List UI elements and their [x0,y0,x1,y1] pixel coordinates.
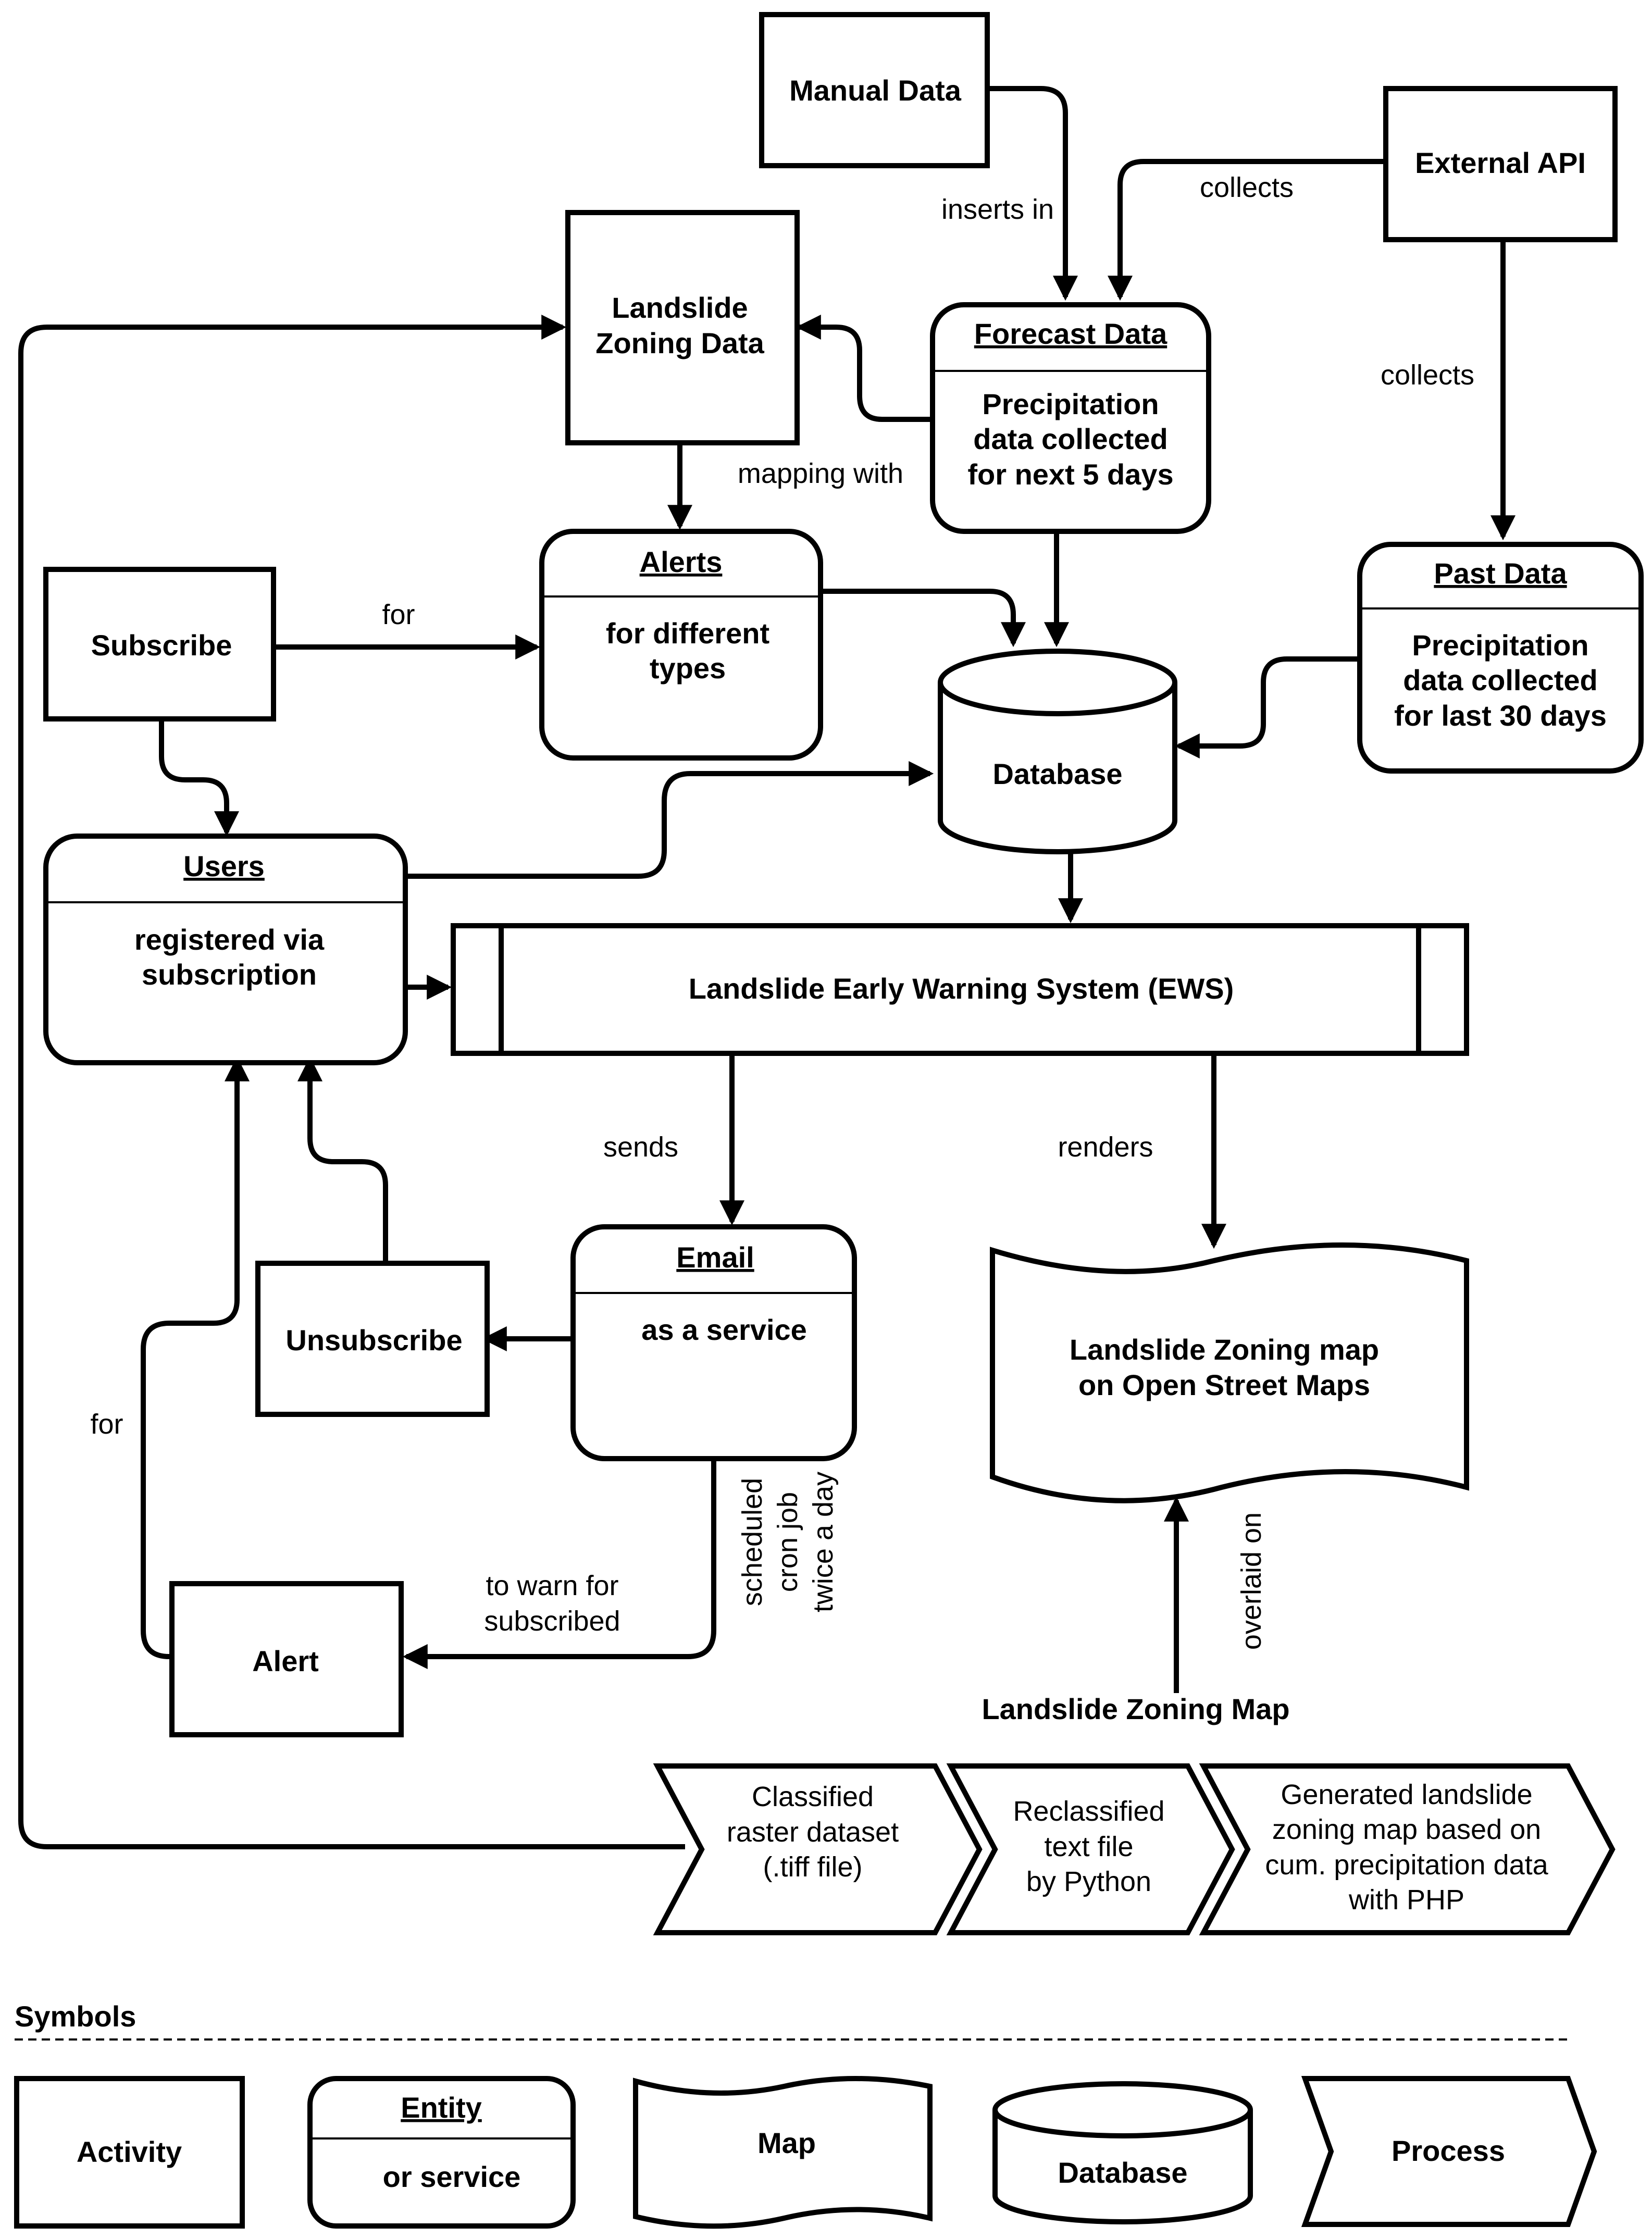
legend-map-label: Map [757,2126,816,2159]
label-for-subscribe: for [382,599,415,630]
past-data-body-1: Precipitation [1412,629,1588,662]
label-renders: renders [1058,1131,1153,1163]
unsubscribe-label: Unsubscribe [285,1324,462,1357]
arrow-subscribe-to-users [159,719,240,837]
process-1-line-3: (.tiff file) [763,1851,862,1883]
label-inserts-in: inserts in [941,194,1054,225]
legend-process-label: Process [1392,2134,1505,2167]
alert-node: Alert [169,1581,404,1737]
arrow-users-to-database [405,761,934,879]
zoning-map-line-2: on Open Street Maps [1078,1369,1370,1401]
process-2-line-3: by Python [1026,1866,1151,1897]
zoning-map-source-label: Landslide Zoning Map [982,1693,1289,1725]
users-body-1: registered via [134,923,325,956]
arrow-alerts-to-database [821,589,1026,648]
legend-entity-title: Entity [401,2091,482,2124]
edge-labels: inserts in collects collects mapping wit… [90,172,1474,1650]
users-body-2: subscription [142,958,317,991]
zoning-map-line-1: Landslide Zoning map [1070,1333,1379,1366]
past-data-title: Past Data [1434,557,1567,590]
process-3-line-1: Generated landslide [1281,1779,1532,1810]
arrow-manual-to-forecast [987,86,1078,301]
zoning-map-node: Landslide Zoning map on Open Street Maps [990,1242,1469,1503]
email-title: Email [676,1241,754,1274]
legend-activity: Activity [14,2076,245,2229]
legend-activity-label: Activity [77,2135,182,2168]
label-mapping-with: mapping with [738,458,903,489]
label-overlaid-on: overlaid on [1236,1512,1267,1650]
database-node: Database [938,649,1177,854]
alerts-entity: Alerts for different types [539,529,823,761]
zoning-data-line-2: Zoning Data [595,327,764,359]
legend-database: Database [992,2081,1253,2224]
alerts-body-2: types [650,652,726,685]
legend-entity-body: or service [383,2160,521,2193]
users-title: Users [183,850,265,882]
past-data-body-2: data collected [1403,664,1597,696]
arrow-email-to-alert [402,1459,716,1670]
arrow-process-to-zoning [18,314,685,1849]
process-3-line-4: with PHP [1348,1884,1464,1915]
process-1-line-2: raster dataset [727,1817,899,1848]
legend-database-label: Database [1058,2156,1187,2189]
landslide-zoning-data-node: Landslide Zoning Data [565,210,800,445]
label-scheduled-3: twice a day [808,1472,839,1612]
label-to-warn-1: to warn for [486,1570,618,1601]
legend-entity: Entity or service [307,2076,576,2229]
process-chevrons: Classified raster dataset (.tiff file) R… [653,1763,1616,1935]
forecast-data-body-2: data collected [973,422,1167,455]
zoning-data-line-1: Landslide [612,291,748,324]
past-data-body-3: for last 30 days [1394,699,1607,732]
email-entity: Email as a service [570,1224,857,1461]
process-1-line-1: Classified [752,1781,874,1812]
legend-process: Process [1301,2076,1597,2227]
forecast-data-title: Forecast Data [974,317,1167,350]
legend-map: Map [633,2076,933,2229]
arrow-forecast-to-zoning [796,314,933,422]
label-to-warn-2: subscribed [484,1606,620,1637]
legend-title: Symbols [15,2000,136,2033]
ews-process: Landslide Early Warning System (EWS) [451,923,1469,1056]
external-api-node: External API [1383,86,1618,242]
forecast-data-body-1: Precipitation [982,388,1159,420]
label-collects-1: collects [1200,172,1294,203]
arrow-unsubscribe-to-users [297,1056,388,1261]
process-3-line-2: zoning map based on [1272,1814,1541,1845]
process-2-line-1: Reclassified [1013,1796,1164,1827]
forecast-data-entity: Forecast Data Precipitation data collect… [930,302,1211,534]
arrow-external-to-forecast [1107,159,1386,301]
process-2-line-2: text file [1044,1831,1133,1862]
alerts-title: Alerts [640,545,723,578]
manual-data-node: Manual Data [759,12,990,168]
subscribe-label: Subscribe [91,629,232,662]
manual-data-label: Manual Data [789,74,962,107]
label-for-alert: for [90,1409,123,1440]
subscribe-node: Subscribe [43,567,276,722]
external-api-label: External API [1415,146,1586,179]
users-entity: Users registered via subscription [43,834,408,1065]
past-data-entity: Past Data Precipitation data collected f… [1357,542,1644,774]
ews-label: Landslide Early Warning System (EWS) [689,972,1234,1005]
label-scheduled-2: cron job [772,1492,803,1592]
arrow-past-to-database [1174,656,1360,759]
connectors [18,86,1516,1849]
label-sends: sends [603,1131,678,1163]
alerts-body-1: for different [606,617,769,650]
label-scheduled-1: scheduled [737,1478,768,1606]
database-label: Database [992,757,1122,790]
label-collects-2: collects [1381,359,1474,391]
unsubscribe-node: Unsubscribe [255,1261,490,1417]
forecast-data-body-3: for next 5 days [967,458,1173,491]
arrow-alert-to-users [141,1056,250,1659]
alert-label: Alert [252,1645,319,1677]
process-3-line-3: cum. precipitation data [1265,1849,1548,1881]
label-scheduled: scheduled cron job twice a day [737,1472,839,1612]
email-body: as a service [641,1313,807,1346]
legend: Symbols Activity Entity or service Map D… [14,2000,1597,2229]
